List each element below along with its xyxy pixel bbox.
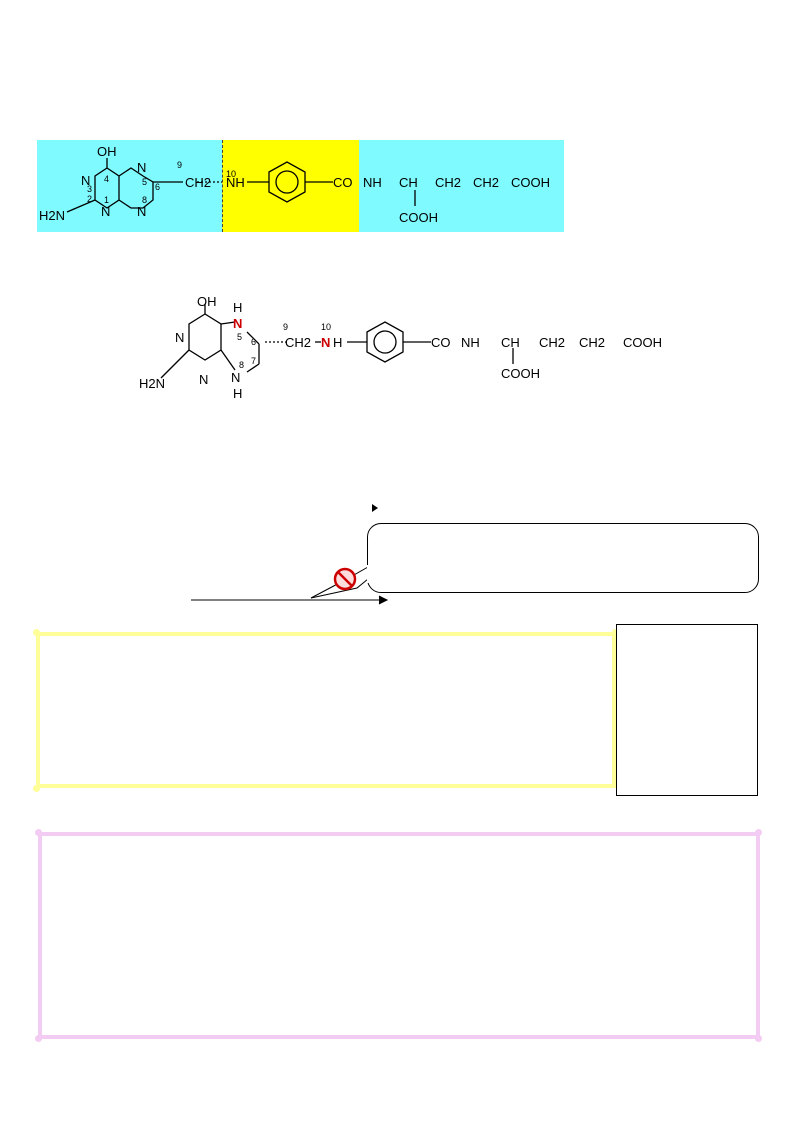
fig2-num-8: 8 [239,360,244,370]
fig1-h2n: H2N [39,208,65,223]
fig2-co: CO [431,335,451,350]
fig1-num-4: 4 [104,174,109,184]
fig2-num-9: 9 [283,322,288,332]
tetrahydrofolate-structure: OH H N 5 6 7 8 N H N N H2N 9 CH2 10 N H … [139,294,662,401]
fig2-n5: N [233,316,242,331]
pink-box-corner [35,1035,42,1042]
pink-box-corner [35,829,42,836]
fig1-num-3: 3 [87,184,92,194]
fig2-nh: NH [461,335,480,350]
fig1-num-9: 9 [177,160,182,170]
fig1-ch2b: CH2 [473,175,499,190]
fig2-ch: CH [501,335,520,350]
pointer-triangle-icon [372,504,378,512]
fig2-num-5: 5 [237,332,242,342]
fig1-cooh-end: COOH [511,175,550,190]
fig2-h2n: H2N [139,376,165,391]
fig2-n10: N [321,335,330,350]
pink-box-corner [755,1035,762,1042]
fig2-ch2a: CH2 [539,335,565,350]
fig1-num-10: 10 [226,169,236,179]
fig1-n3: N [81,173,90,188]
fig2-num-10: 10 [321,322,331,332]
fig2-h-top: H [233,300,242,315]
fig1-ch2: CH2 [185,175,211,190]
fig2-num-7: 7 [251,356,256,366]
pink-text-box [38,832,760,1039]
yellow-box-corner [33,785,40,792]
fig1-n1: N [101,204,110,219]
yellow-box-corner [612,629,619,636]
pink-box-corner [755,829,762,836]
fig1-ch: CH [399,175,418,190]
glutamate-region [359,140,564,232]
fig2-ch2b: CH2 [579,335,605,350]
fig2-n-left: N [175,330,184,345]
fig2-oh: OH [197,294,217,309]
fig1-cooh-side: COOH [399,210,438,225]
fig1-num-2: 2 [87,194,92,204]
folic-acid-structure: OH N N N N H2N 4 3 2 1 5 6 8 9 CH2 10 NH… [39,144,550,225]
fig1-num-8: 8 [142,195,147,205]
fig1-num-5: 5 [142,177,147,187]
fig1-ch2a: CH2 [435,175,461,190]
callout-box [367,523,759,593]
fig2-ch2: CH2 [285,335,311,350]
fig2-cooh-end: COOH [623,335,662,350]
prohibition-icon [333,567,357,591]
pteridine-region [37,140,222,232]
fig1-co: CO [333,175,353,190]
fig1-nh2: NH [363,175,382,190]
fig1-num-6: 6 [155,182,160,192]
yellow-box-corner [33,629,40,636]
arrow-diagram [191,565,389,605]
fig1-n8: N [137,204,146,219]
yellow-text-box [36,632,616,788]
fig2-n-bottom: N [199,372,208,387]
fig1-n5: N [137,160,146,175]
fig2-h10: H [333,335,342,350]
paba-region [222,140,360,232]
fig2-h-bottom: H [233,386,242,401]
fig1-oh: OH [97,144,117,159]
side-note-box [616,624,758,796]
fig2-n8: N [231,370,240,385]
fig2-num-6: 6 [251,337,256,347]
fig1-num-1: 1 [104,195,109,205]
fig2-cooh-side: COOH [501,366,540,381]
fig1-nh: NH [226,175,245,190]
